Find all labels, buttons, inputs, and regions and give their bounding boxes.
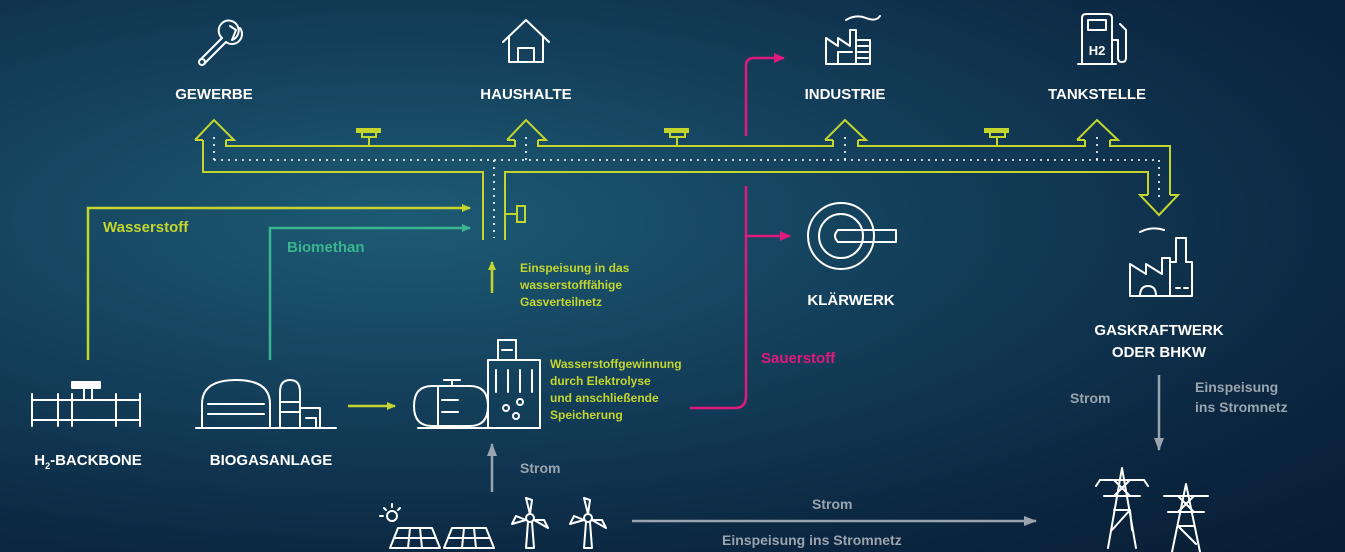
h2-backbone-suffix: -BACKBONE xyxy=(50,452,142,469)
strom-up-label: Strom xyxy=(520,460,561,476)
haushalte-label: HAUSHALTE xyxy=(480,86,572,103)
wind-turbine-icon xyxy=(511,497,549,549)
gas-network-pipe xyxy=(194,118,1181,240)
sauerstoff-flow-line xyxy=(690,186,748,410)
factory-icon xyxy=(825,15,881,65)
einspeisung-gas-text: Einspeisung in das wasserstofffähige Gas… xyxy=(520,260,629,311)
power-pylon-icon xyxy=(1095,467,1149,549)
einspeisung-gas-line-3: Gasverteilnetz xyxy=(520,295,603,309)
elektrolyse-line-1: Wasserstoffgewinnung xyxy=(550,357,682,371)
h2-backbone-subscript: 2 xyxy=(45,461,51,471)
industrie-label: INDUSTRIE xyxy=(804,86,886,103)
h2-backbone-label: H2-BACKBONE xyxy=(18,452,158,471)
sauerstoff-label: Sauerstoff xyxy=(761,350,836,367)
einspeisung-netz-bottom-label: Einspeisung ins Stromnetz xyxy=(722,532,902,548)
power-pylon-icon-2 xyxy=(1163,483,1209,552)
gas-network-dotted xyxy=(213,132,1160,238)
fuel-pump-icon xyxy=(1077,13,1127,65)
gaskraftwerk-line-1: GASKRAFTWERK xyxy=(1094,322,1224,339)
einspeisung-netz-right-line-1: Einspeisung xyxy=(1195,379,1279,395)
sauerstoff-to-industrie-arrow xyxy=(744,53,785,136)
solar-panel-icon xyxy=(379,503,441,549)
house-icon xyxy=(502,19,550,63)
gewerbe-label: GEWERBE xyxy=(175,86,253,103)
fuel-pump-sign: H2 xyxy=(1089,43,1106,58)
wrench-icon xyxy=(198,19,243,66)
h2-backbone-prefix: H xyxy=(34,452,46,469)
wind-turbine-icon-2 xyxy=(569,497,607,549)
wasserstoff-label: Wasserstoff xyxy=(103,219,189,236)
solar-panel-icon-2 xyxy=(443,527,495,549)
elektrolyse-line-3: und anschließende xyxy=(550,391,659,405)
sewage-plant-icon xyxy=(807,202,897,270)
gaskraftwerk-line-2: ODER BHKW xyxy=(1111,344,1207,361)
einspeisung-gas-line-1: Einspeisung in das xyxy=(520,261,630,275)
biogas-plant-icon xyxy=(195,379,337,429)
einspeisung-netz-right-label: Einspeisung ins Stromnetz xyxy=(1195,377,1288,417)
biogasanlage-label: BIOGASANLAGE xyxy=(209,452,333,469)
pipeline-icon xyxy=(31,381,141,427)
strom-bottom-label: Strom xyxy=(812,496,853,512)
biomethan-label: Biomethan xyxy=(287,239,365,256)
klaerwerk-label: KLÄRWERK xyxy=(807,292,895,309)
einspeisung-gas-line-2: wasserstofffähige xyxy=(520,278,623,292)
elektrolyse-line-4: Speicherung xyxy=(550,408,623,422)
biomethan-flow-line xyxy=(268,224,471,360)
electrolysis-storage-icon xyxy=(413,339,541,429)
wasserstoff-flow-line xyxy=(86,204,471,360)
einspeisung-netz-right-line-2: ins Stromnetz xyxy=(1195,399,1288,415)
elektrolyse-line-2: durch Elektrolyse xyxy=(550,374,651,388)
tankstelle-label: TANKSTELLE xyxy=(1047,86,1147,103)
gaskraftwerk-label: GASKRAFTWERK ODER BHKW xyxy=(1081,320,1237,364)
strom-right-label: Strom xyxy=(1070,390,1111,406)
power-plant-icon xyxy=(1129,227,1193,297)
elektrolyse-text: Wasserstoffgewinnung durch Elektrolyse u… xyxy=(550,356,682,424)
